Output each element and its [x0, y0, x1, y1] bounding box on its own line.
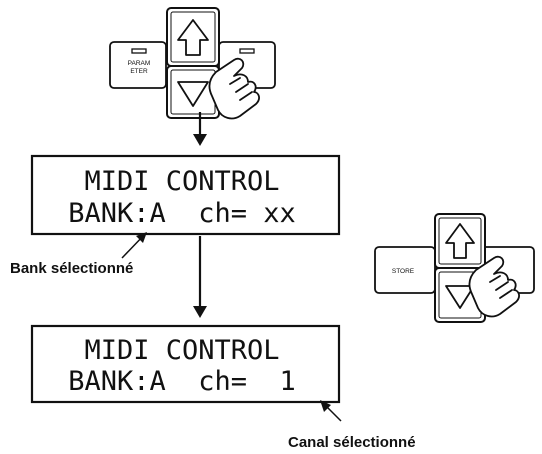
flow-arrow-icon — [193, 236, 207, 318]
up-arrow-icon — [445, 223, 475, 259]
up-button[interactable] — [434, 213, 486, 269]
lcd-display-2: MIDI CONTROL BANK:A ch= 1 — [30, 324, 341, 404]
up-arrow-icon — [177, 19, 209, 56]
display-2-line-1: MIDI CONTROL — [84, 335, 279, 366]
channel-pointer-arrow — [320, 400, 342, 422]
lcd-display-1: MIDI CONTROL BANK:A ch= xx — [30, 154, 341, 236]
store-button-label: STORE — [392, 268, 415, 275]
display-1-line-1: MIDI CONTROL — [84, 166, 279, 197]
pointing-hand-icon — [208, 57, 260, 120]
parameter-button-label-1: PARAM — [128, 60, 151, 67]
up-button[interactable] — [166, 7, 220, 67]
parameter-button-label-2: ETER — [130, 68, 148, 75]
bank-pointer-arrow — [121, 232, 147, 259]
led-indicator-icon — [239, 48, 255, 54]
channel-selected-label: Canal sélectionné — [288, 434, 416, 451]
down-arrow-icon — [177, 81, 209, 107]
down-arrow-icon — [445, 285, 475, 309]
flow-arrow-icon — [193, 112, 207, 146]
led-indicator-icon — [131, 48, 147, 54]
display-1-line-2: BANK:A ch= xx — [68, 198, 296, 229]
bank-selected-label: Bank sélectionné — [10, 260, 133, 277]
store-button-panel: STORE — [374, 213, 535, 323]
pointing-hand-icon — [468, 255, 520, 318]
display-2-line-2: BANK:A ch= 1 — [68, 366, 296, 397]
parameter-button-panel: PARAM ETER — [109, 7, 276, 120]
